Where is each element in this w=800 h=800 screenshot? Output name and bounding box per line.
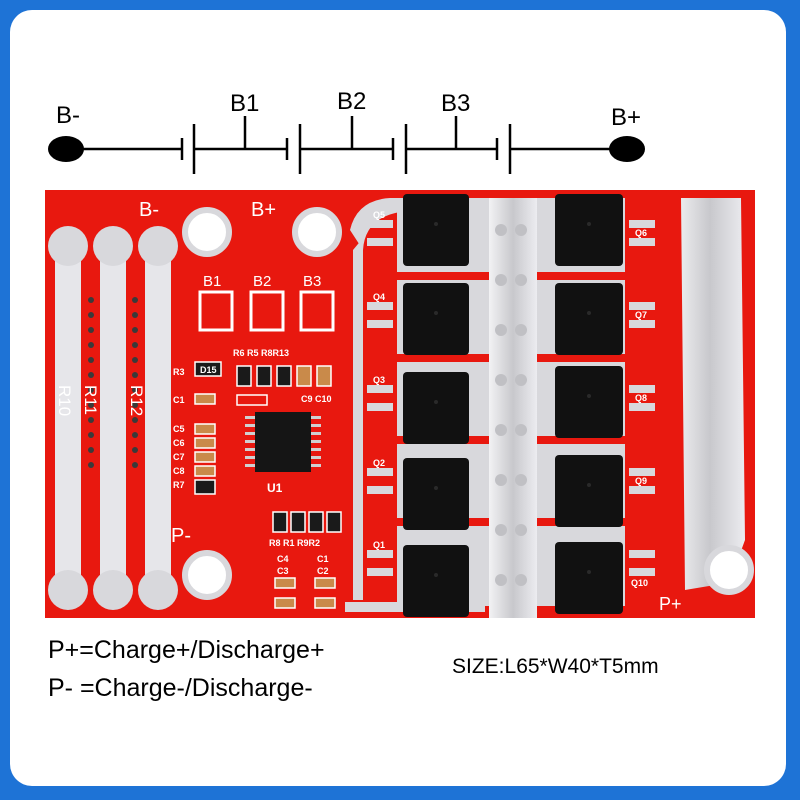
mosfet-q5 [403, 194, 469, 266]
via-column [495, 224, 527, 586]
mosfets-right [555, 194, 623, 614]
mount-hole-p-minus [182, 550, 232, 600]
resistor-vias [88, 297, 138, 468]
silk-c1b: C1 [317, 554, 329, 564]
mosfet-q9 [555, 455, 623, 527]
silk-c4: C4 [277, 554, 289, 564]
mosfet-leg-pads [367, 220, 655, 576]
silk-q9: Q9 [635, 476, 647, 486]
silk-q6: Q6 [635, 228, 647, 238]
silk-q10: Q10 [631, 578, 648, 588]
silk-b-minus: B- [139, 199, 159, 221]
mosfet-q2 [403, 458, 469, 530]
battery-schematic [48, 116, 645, 174]
mosfet-q7 [555, 283, 623, 355]
power-resistors [48, 226, 178, 610]
mosfet-q8 [555, 366, 623, 438]
mosfets-left [403, 194, 469, 617]
silk-c9c10: C9 C10 [301, 394, 332, 404]
silk-c7: C7 [173, 452, 185, 462]
b-plus-terminal [609, 136, 645, 162]
silk-r-row-bottom: R8 R1 R9R2 [269, 538, 320, 548]
footer-size: SIZE:L65*W40*T5mm [452, 655, 659, 678]
silk-r10: R10 [55, 385, 74, 416]
silk-c5: C5 [173, 424, 185, 434]
ic-u1 [255, 412, 311, 472]
busbar-right [675, 198, 745, 590]
silk-c8: C8 [173, 466, 185, 476]
mosfet-q1 [403, 545, 469, 617]
mount-hole-bottom-right [704, 545, 754, 595]
footer-p-minus-line: P- =Charge-/Discharge- [48, 674, 313, 702]
silk-c1: C1 [173, 395, 185, 405]
busbar-middle [489, 198, 537, 618]
mount-hole-b-minus [182, 207, 232, 257]
silk-p-minus: P- [171, 525, 191, 547]
schematic-wires [80, 116, 612, 174]
silk-q7: Q7 [635, 310, 647, 320]
silk-p-plus: P+ [659, 594, 682, 614]
silk-r12: R12 [127, 385, 146, 416]
schematic-label-b1: B1 [230, 90, 260, 117]
b-minus-terminal [48, 136, 84, 162]
silk-q1: Q1 [373, 540, 385, 550]
silk-b-plus: B+ [251, 199, 276, 221]
mosfet-q4 [403, 283, 469, 355]
silk-q2: Q2 [373, 458, 385, 468]
silk-c2: C2 [317, 566, 329, 576]
silk-balance-b2: B2 [253, 273, 271, 290]
schematic-label-b3: B3 [441, 90, 471, 117]
schematic-label-b-plus: B+ [611, 104, 642, 131]
schematic-label-b-minus: B- [56, 102, 80, 129]
silk-c3: C3 [277, 566, 289, 576]
silk-q5: Q5 [373, 210, 385, 220]
mosfet-q3 [403, 372, 469, 444]
mosfet-q6 [555, 194, 623, 266]
silk-q3: Q3 [373, 375, 385, 385]
schematic-label-b2: B2 [337, 88, 367, 115]
pcb-board: B- B+ P- P+ B1 B2 B3 R10 R11 R12 U1 R6 R… [45, 190, 755, 618]
footer-p-plus-line: P+=Charge+/Discharge+ [48, 636, 325, 664]
silk-r3: R3 [173, 367, 185, 377]
smd-components [194, 361, 342, 609]
balance-pads [198, 290, 335, 332]
silk-c6: C6 [173, 438, 185, 448]
silk-balance-b3: B3 [303, 273, 321, 290]
silk-q4: Q4 [373, 292, 385, 302]
busbar-left-fets [353, 238, 363, 600]
silk-balance-b1: B1 [203, 273, 221, 290]
silk-d15: D15 [200, 365, 217, 375]
silk-q8: Q8 [635, 393, 647, 403]
silk-r7: R7 [173, 480, 185, 490]
mosfet-q10 [555, 542, 623, 614]
mount-hole-b-plus [292, 207, 342, 257]
silk-u1: U1 [267, 481, 283, 495]
silk-r11: R11 [81, 385, 100, 415]
silk-r-row-top: R6 R5 R8R13 [233, 348, 289, 358]
